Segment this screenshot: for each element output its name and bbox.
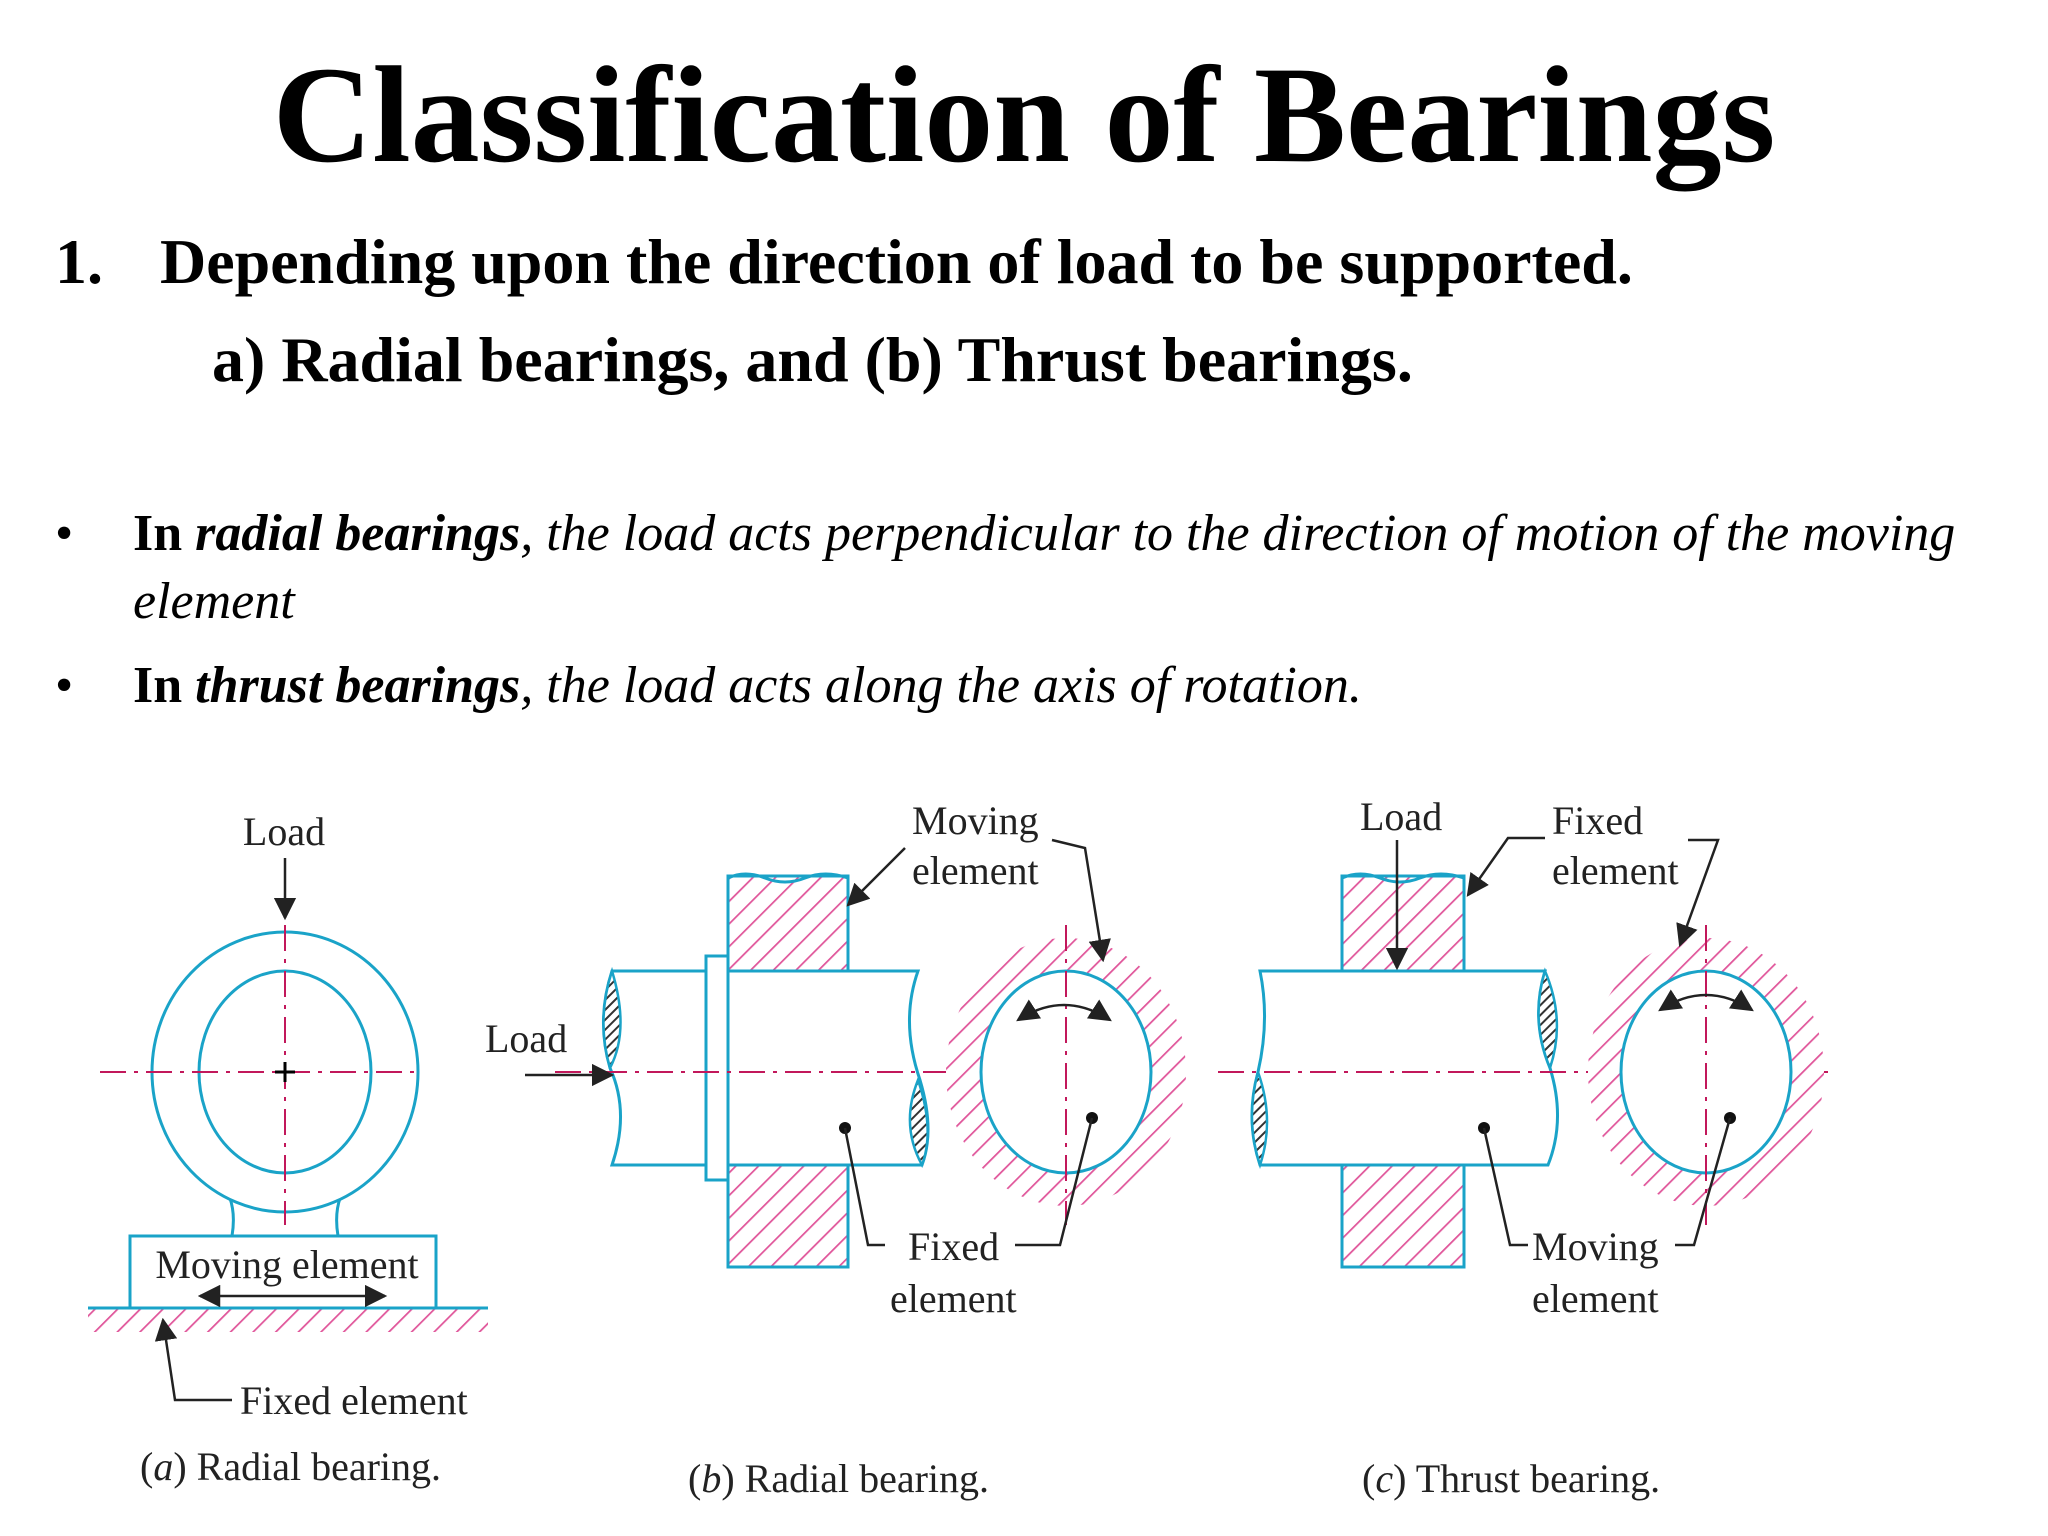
fixed-base-hatch — [88, 1308, 488, 1332]
housing-top-hatch — [726, 874, 850, 973]
fixed-element-leader — [154, 1317, 232, 1402]
load-label: Load — [485, 1016, 567, 1061]
housing-top-hatch — [1340, 874, 1466, 973]
fixed-element-label-line2: element — [890, 1276, 1017, 1321]
moving-element-label: Moving element — [155, 1242, 418, 1287]
caption-text: Radial bearing. — [197, 1444, 441, 1489]
caption-a: (a) Radial bearing. — [140, 1444, 441, 1489]
center-mark — [275, 1062, 295, 1082]
caption-text: Thrust bearing. — [1416, 1456, 1660, 1501]
caption-letter: a — [153, 1444, 173, 1489]
classification-subpoint: a) Radial bearings, and (b) Thrust beari… — [212, 324, 1413, 395]
shaft-end-section-right — [908, 1076, 929, 1168]
bullet-thrust: • In thrust bearings, the load acts alon… — [55, 652, 2015, 720]
housing-break-line — [1341, 872, 1465, 884]
shaft-end-section-right — [1537, 967, 1559, 1072]
housing-bottom-hatch — [1340, 1163, 1466, 1269]
bullet-rest: , the load acts along the axis of rotati… — [520, 657, 1362, 714]
bullet-term: thrust bearings — [195, 657, 521, 714]
moving-leader-shaft — [1482, 1127, 1528, 1247]
bullet-radial: • In radial bearings, the load acts perp… — [55, 500, 2015, 636]
caption-b: (b) Radial bearing. — [688, 1456, 989, 1501]
moving-element-label-line1: Moving — [912, 798, 1039, 843]
shaft-body — [601, 969, 930, 1167]
classification-point-1: 1. Depending upon the direction of load t… — [55, 222, 1633, 302]
rotation-arrow — [1016, 999, 1112, 1022]
panel-a-radial-bearing: Load Moving element Fixed element (a) Ra… — [88, 809, 488, 1489]
fixed-element-label-line1: Fixed — [908, 1224, 999, 1269]
load-label: Load — [243, 809, 325, 854]
caption-text: Radial bearing. — [745, 1456, 989, 1501]
point-number: 1. — [55, 226, 103, 297]
moving-element-label-line1: Moving — [1532, 1224, 1659, 1269]
bullet-lead: In — [133, 505, 196, 562]
fixed-leader-housing — [1466, 836, 1545, 897]
shaft-collar — [704, 954, 730, 1182]
bullet-symbol: • — [55, 505, 74, 562]
shaft-body — [1250, 969, 1560, 1167]
panel-c-thrust-bearing: Load Fixed element Moving element (c) Th… — [1218, 794, 1828, 1501]
housing-break-line — [727, 872, 849, 884]
fixed-leader-shaft — [843, 1127, 885, 1247]
housing-bottom-hatch — [726, 1163, 850, 1269]
bullet-rest: , the load acts perpendicular to the dir… — [133, 505, 1956, 630]
moving-leader-housing — [846, 847, 906, 907]
moving-element-label-line2: element — [912, 848, 1039, 893]
fixed-element-label: Fixed element — [240, 1378, 468, 1423]
load-label: Load — [1360, 794, 1442, 839]
panel-b-radial-bearing: Load Moving element Fixed element (b) Ra… — [485, 798, 1186, 1501]
moving-leader-collar — [1675, 1117, 1732, 1247]
fixed-leader-ring — [1676, 838, 1720, 948]
moving-element-label-line2: element — [1532, 1276, 1659, 1321]
caption-letter: c — [1375, 1456, 1393, 1501]
point-text: Depending upon the direction of load to … — [160, 226, 1633, 297]
moving-leader-journal — [1051, 838, 1111, 963]
slide-title: Classification of Bearings — [272, 38, 1776, 191]
caption-letter: b — [701, 1456, 721, 1501]
rotation-arrow — [1658, 989, 1754, 1012]
fixed-element-label-line2: element — [1552, 848, 1679, 893]
bullet-lead: In — [133, 657, 196, 714]
bullet-term: radial bearings — [195, 505, 521, 562]
bullet-symbol: • — [55, 657, 74, 714]
caption-c: (c) Thrust bearing. — [1362, 1456, 1660, 1501]
fixed-element-label-line1: Fixed — [1552, 798, 1643, 843]
shaft-end-section-left — [1250, 1067, 1269, 1169]
fixed-leader-journal — [1015, 1117, 1094, 1247]
